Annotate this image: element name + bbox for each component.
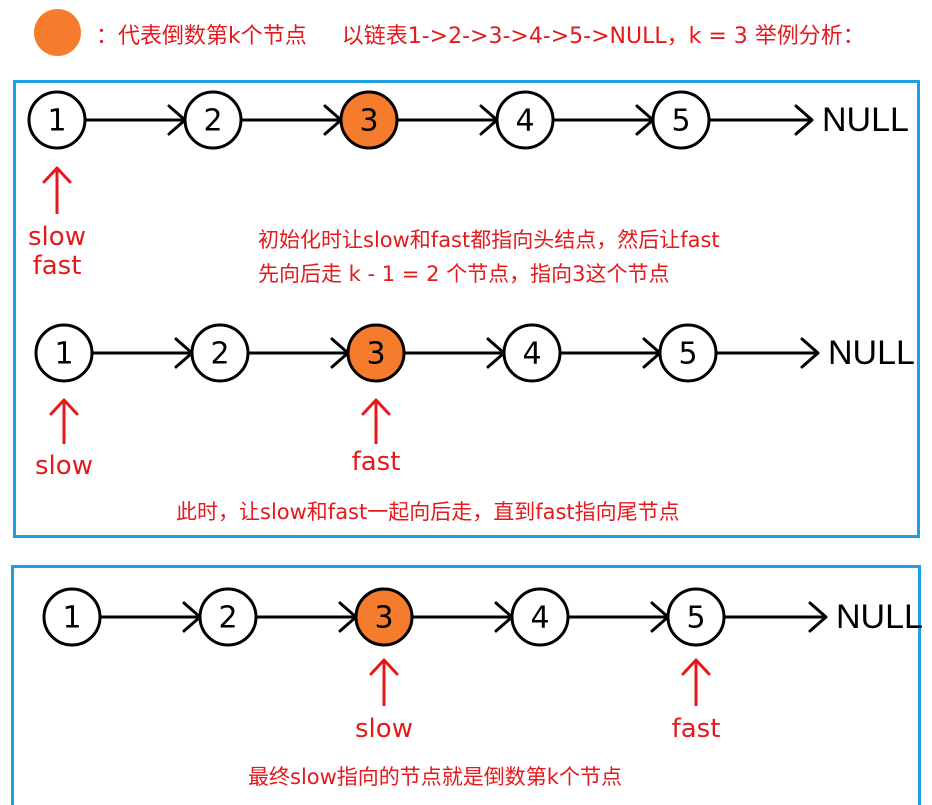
list-node-label: 5 <box>678 337 697 372</box>
pointer-label-slow: slow <box>35 451 93 481</box>
list-node-label: 4 <box>515 104 534 139</box>
list-node-label: 4 <box>530 601 549 636</box>
pointer-arrow-head <box>42 166 72 184</box>
panel-caption: 最终slow指向的节点就是倒数第k个节点 <box>248 765 622 789</box>
panel-1-border <box>13 80 920 301</box>
list-node-label: 5 <box>686 601 705 636</box>
list-node <box>339 90 399 150</box>
pointer-label-fast: fast <box>352 447 401 477</box>
pointer-arrow-head <box>681 658 711 676</box>
list-node-label: 1 <box>62 601 81 636</box>
link-arrow-head <box>808 601 828 633</box>
list-node <box>651 90 711 150</box>
list-node-label: 2 <box>218 601 237 636</box>
list-node <box>510 587 570 647</box>
list-node <box>666 587 726 647</box>
panel-caption: 初始化时让slow和fast都指向头结点，然后让fast <box>258 228 720 252</box>
link-arrow-head <box>794 104 814 136</box>
null-label: NULL <box>836 598 923 636</box>
list-node <box>658 323 718 383</box>
header-legend-text: ：代表倒数第k个节点 以链表1->2->3->4->5->NULL，k = 3 … <box>96 24 865 49</box>
list-node-label: 4 <box>522 337 541 372</box>
list-node-label: 3 <box>374 601 393 636</box>
panel-caption: 此时，让slow和fast一起向后走，直到fast指向尾节点 <box>176 500 680 524</box>
list-node-label: 5 <box>671 104 690 139</box>
list-node-label: 3 <box>359 104 378 139</box>
list-node <box>354 587 414 647</box>
pointer-label-slow: slow <box>28 222 86 252</box>
pointer-arrow-head <box>49 398 79 416</box>
list-node <box>190 323 250 383</box>
panel-caption: 先向后走 k - 1 = 2 个节点，指向3这个节点 <box>258 262 669 286</box>
list-node-label: 1 <box>47 104 66 139</box>
list-node-label: 3 <box>366 337 385 372</box>
list-node-label: 1 <box>54 337 73 372</box>
pointer-label-slow: slow <box>355 714 413 744</box>
list-node <box>495 90 555 150</box>
list-node <box>42 587 102 647</box>
panel-2-border <box>13 298 920 538</box>
list-node <box>198 587 258 647</box>
null-label: NULL <box>828 334 915 372</box>
legend-highlight-dot <box>34 9 81 56</box>
list-node <box>27 90 87 150</box>
link-arrow-head <box>800 337 820 369</box>
null-label: NULL <box>822 101 909 139</box>
pointer-arrow-head <box>369 658 399 676</box>
pointer-label-fast: fast <box>33 251 82 281</box>
list-node-label: 2 <box>203 104 222 139</box>
list-node <box>183 90 243 150</box>
list-node <box>502 323 562 383</box>
list-node <box>34 323 94 383</box>
pointer-label-fast: fast <box>672 714 721 744</box>
panel-3-border <box>11 565 921 805</box>
list-node <box>346 323 406 383</box>
pointer-arrow-head <box>361 398 391 416</box>
list-node-label: 2 <box>210 337 229 372</box>
